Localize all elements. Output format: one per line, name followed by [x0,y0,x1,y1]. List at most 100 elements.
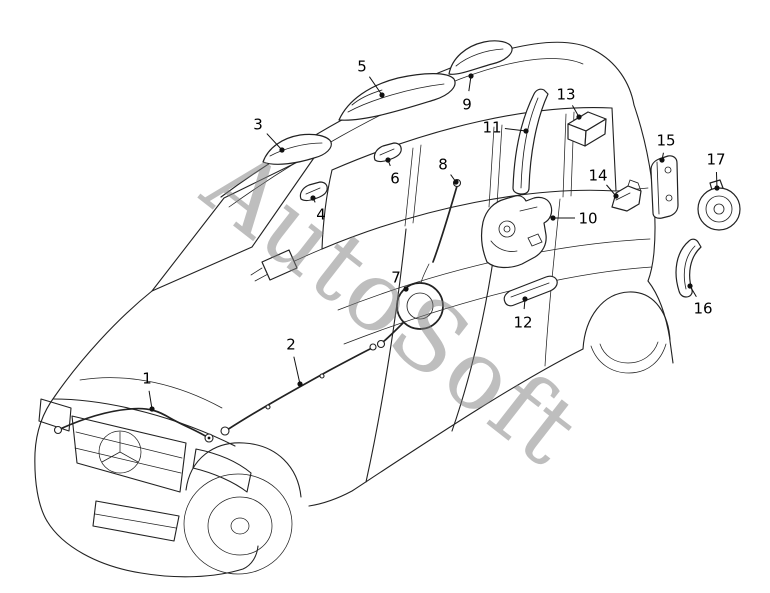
leader-dot-16 [687,283,693,289]
part-10-detail-1 [519,206,538,212]
front-fascia [38,398,252,542]
part-1-shape [53,407,214,443]
leader-line-5 [368,76,383,96]
b-pillar [404,144,422,227]
vehicle-body-outline [34,41,674,578]
part-7-connector [376,339,386,349]
leader-dot-7 [403,286,409,292]
mercedes-star-arms [101,431,139,463]
part-5-detail-1 [347,83,445,113]
part-8-link [420,263,430,284]
vehicle-line-art [34,41,674,578]
part-2-clip-1 [265,404,271,410]
part-2-connector-left [220,426,230,436]
part-12-detail [510,282,550,298]
part-1-connector-left [53,425,63,435]
window-band-rear [611,107,617,192]
part-7-loop-inner [406,292,434,320]
front-tire [183,473,293,575]
part-callout-10[interactable]: 10 [578,210,597,228]
leader-line-11 [504,128,527,132]
detached-parts [53,40,741,443]
front-rim [207,496,273,556]
leader-dot-14 [613,193,619,199]
leader-dot-4 [310,195,316,201]
part-callout-8[interactable]: 8 [438,156,448,174]
part-1-cable [59,407,208,438]
bumper-bottom [46,520,259,578]
front-door-seam [365,228,407,483]
leader-dot-1 [149,406,155,412]
part-6-detail [379,148,395,156]
part-11-detail [520,97,539,189]
part-13-box-side [584,118,607,147]
leader-dot-3 [279,147,285,153]
leader-dot-11 [523,128,529,134]
rear-corner [647,280,671,341]
part-3-shape [262,133,332,165]
grille [71,415,187,493]
part-16-shape [675,238,702,298]
part-4-shape [299,181,328,202]
front-corner [34,395,56,522]
part-11-shape [512,88,549,195]
part-callout-11[interactable]: 11 [482,119,501,137]
part-callout-15[interactable]: 15 [656,132,675,150]
part-10-hole-inner [503,225,511,233]
leader-dot-17 [714,185,720,191]
mirror-housing [261,249,298,281]
leader-line-3 [266,133,283,151]
leader-dot-6 [385,157,391,163]
part-7-tail [382,321,405,343]
part-15-bracket [650,155,679,219]
part-3-duct [262,133,332,165]
leader-dot-10 [550,215,556,221]
part-17-ring-inner [713,203,725,215]
leader-dot-5 [379,92,385,98]
part-callout-13[interactable]: 13 [556,86,575,104]
front-hub [230,517,250,535]
bumper-intake-slat [94,513,177,529]
part-callout-5[interactable]: 5 [357,58,367,76]
side-mirror [250,249,298,281]
part-callout-3[interactable]: 3 [253,116,263,134]
part-15-shape [650,155,679,219]
part-15-hole-1 [664,166,672,174]
part-5-duct [338,73,456,121]
part-7-shape [376,282,444,349]
front-wheel-arch [185,442,302,498]
part-14-flange [627,179,642,192]
part-3-detail [269,142,323,157]
part-callout-1[interactable]: 1 [142,370,152,388]
rear-wheel [590,343,667,374]
part-15-hole-2 [665,194,673,202]
part-callout-16[interactable]: 16 [693,300,712,318]
side-windows [321,107,617,250]
part-14-detail [615,192,631,201]
part-callout-6[interactable]: 6 [390,170,400,188]
part-5-shape [338,73,456,121]
part-callout-2[interactable]: 2 [286,336,296,354]
part-2-connector-right [369,343,377,351]
leader-line-2 [293,356,301,385]
part-2-shape [220,343,377,436]
headlight-left [38,398,72,432]
window-band-front [321,169,333,250]
part-11-pillar-trim [512,88,549,195]
part-callout-12[interactable]: 12 [513,314,532,332]
leader-dot-8 [453,179,459,185]
headlight-right [192,448,252,493]
leader-dot-9 [468,73,474,79]
part-callout-17[interactable]: 17 [706,151,725,169]
part-callout-14[interactable]: 14 [588,167,607,185]
part-callout-4[interactable]: 4 [316,206,326,224]
part-10-bracket [481,195,553,269]
rear-lower-edge [669,340,674,364]
part-callout-7[interactable]: 7 [391,269,401,287]
part-9-shape [448,40,513,75]
part-callout-9[interactable]: 9 [462,96,472,114]
part-6-shape [373,142,402,163]
